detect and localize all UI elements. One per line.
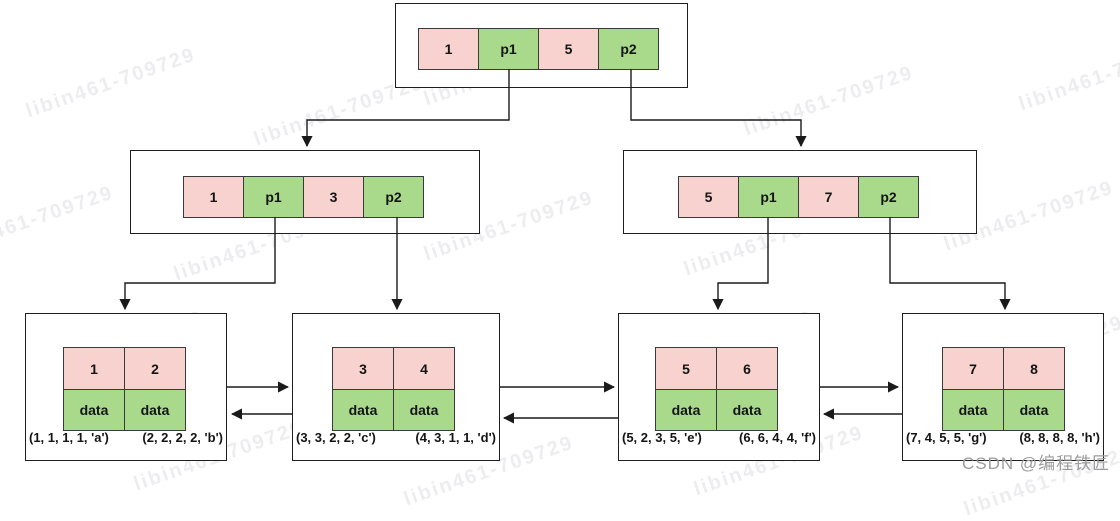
leaf2-key-cell-4: 4 bbox=[393, 347, 455, 390]
leaf4-data-cell-2: data bbox=[1003, 389, 1065, 431]
leaf-node-3: 5 6 data data (5, 2, 3, 5, 'e') (6, 6, 4… bbox=[618, 313, 820, 461]
arrow-leftint-p1-to-leaf1 bbox=[119, 217, 276, 311]
root-node: 1 p1 5 p2 bbox=[395, 3, 688, 88]
leaf1-records: (1, 1, 1, 1, 'a') (2, 2, 2, 2, 'b') bbox=[26, 430, 226, 445]
leaf3-key-cell-5: 5 bbox=[655, 347, 717, 390]
leaf4-records: (7, 4, 5, 5, 'g') (8, 8, 8, 8, 'h') bbox=[903, 430, 1103, 445]
arrow-rightint-p2-to-leaf4 bbox=[889, 217, 1011, 311]
root-key-cell-5: 5 bbox=[538, 28, 599, 70]
root-key-cell-1: 1 bbox=[418, 28, 479, 70]
leaf4-table: 7 8 data data bbox=[942, 347, 1065, 431]
leaf2-records: (3, 3, 2, 2, 'c') (4, 3, 1, 1, 'd') bbox=[293, 430, 499, 445]
leaf1-key-cell-2: 2 bbox=[124, 347, 186, 390]
internal-node-right: 5 p1 7 p2 bbox=[623, 150, 977, 234]
leaf3-key-cell-6: 6 bbox=[716, 347, 778, 390]
internal-right-pointer-cell-p2: p2 bbox=[858, 176, 919, 218]
leaf2-data-cell-1: data bbox=[332, 389, 394, 431]
internal-left-pointer-cell-p1: p1 bbox=[243, 176, 304, 218]
root-pointer-cell-p2: p2 bbox=[598, 28, 659, 70]
root-cell-row: 1 p1 5 p2 bbox=[418, 28, 659, 70]
connector-arrows bbox=[119, 69, 1011, 424]
leaf3-record-e: (5, 2, 3, 5, 'e') bbox=[622, 430, 702, 445]
leaf2-data-cell-2: data bbox=[393, 389, 455, 431]
leaf4-data-cell-1: data bbox=[942, 389, 1004, 431]
leaf-node-4: 7 8 data data (7, 4, 5, 5, 'g') (8, 8, 8… bbox=[902, 313, 1104, 461]
leaf-node-1: 1 2 data data (1, 1, 1, 1, 'a') (2, 2, 2… bbox=[25, 313, 227, 461]
internal-left-key-cell-3: 3 bbox=[303, 176, 364, 218]
leaf1-data-cell-1: data bbox=[63, 389, 125, 431]
leaf3-data-cell-1: data bbox=[655, 389, 717, 431]
leaf2-record-d: (4, 3, 1, 1, 'd') bbox=[415, 430, 496, 445]
internal-left-pointer-cell-p2: p2 bbox=[363, 176, 424, 218]
leaf3-table: 5 6 data data bbox=[655, 347, 778, 431]
leaf-node-2: 3 4 data data (3, 3, 2, 2, 'c') (4, 3, 1… bbox=[292, 313, 500, 461]
leaf4-record-h: (8, 8, 8, 8, 'h') bbox=[1019, 430, 1100, 445]
leaf4-key-cell-7: 7 bbox=[942, 347, 1004, 390]
leaf1-record-a: (1, 1, 1, 1, 'a') bbox=[29, 430, 109, 445]
root-pointer-cell-p1: p1 bbox=[478, 28, 539, 70]
leaf1-data-cell-2: data bbox=[124, 389, 186, 431]
arrow-root-p2-to-right-internal bbox=[630, 69, 807, 148]
leaf3-data-cell-2: data bbox=[716, 389, 778, 431]
leaf3-records: (5, 2, 3, 5, 'e') (6, 6, 4, 4, 'f') bbox=[619, 430, 819, 445]
csdn-watermark: CSDN @编程铁匠 bbox=[962, 454, 1111, 473]
leaf1-record-b: (2, 2, 2, 2, 'b') bbox=[142, 430, 223, 445]
leaf4-key-cell-8: 8 bbox=[1003, 347, 1065, 390]
leaf4-record-g: (7, 4, 5, 5, 'g') bbox=[906, 430, 987, 445]
internal-node-left: 1 p1 3 p2 bbox=[130, 150, 480, 234]
leaf1-table: 1 2 data data bbox=[63, 347, 186, 431]
leaf2-record-c: (3, 3, 2, 2, 'c') bbox=[296, 430, 376, 445]
internal-right-cell-row: 5 p1 7 p2 bbox=[678, 176, 919, 218]
arrow-root-p1-to-left-internal bbox=[301, 69, 510, 148]
internal-left-key-cell-1: 1 bbox=[183, 176, 244, 218]
leaf2-table: 3 4 data data bbox=[332, 347, 455, 431]
leaf3-record-f: (6, 6, 4, 4, 'f') bbox=[739, 430, 816, 445]
internal-right-key-cell-5: 5 bbox=[678, 176, 739, 218]
arrow-rightint-p1-to-leaf3 bbox=[712, 217, 769, 311]
internal-left-cell-row: 1 p1 3 p2 bbox=[183, 176, 424, 218]
